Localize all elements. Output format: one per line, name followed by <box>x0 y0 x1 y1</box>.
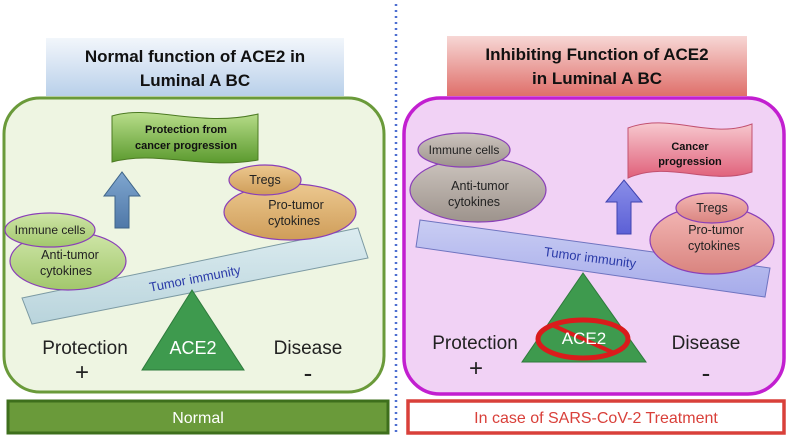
right-banner-line2: progression <box>658 156 722 168</box>
left-protection-label: Protection <box>42 338 128 359</box>
left-panel-group: Normal function of ACE2 in Luminal A BC … <box>2 38 390 435</box>
right-title-line1: Inhibiting Function of ACE2 <box>485 45 708 64</box>
left-immune-cells-ellipse <box>4 212 96 248</box>
right-banner-line1: Cancer <box>671 141 709 153</box>
left-tregs-ellipse <box>228 164 302 196</box>
right-inhibit-ring <box>535 317 631 361</box>
right-panel-group: Inhibiting Function of ACE2 in Luminal A… <box>402 36 786 435</box>
right-anti-tumor-line1: Anti-tumor <box>451 179 509 193</box>
left-anti-tumor-line2: cytokines <box>40 264 92 278</box>
right-footer-box <box>406 399 786 435</box>
left-banner-line1: Protection from <box>145 124 227 136</box>
left-title-box <box>46 38 344 96</box>
left-footer-box <box>6 399 390 435</box>
left-up-arrow <box>103 171 141 229</box>
left-tumor-immunity-bar <box>21 227 369 325</box>
right-immune-cells-ellipse <box>417 132 511 168</box>
left-pro-tumor-line1: Pro-tumor <box>268 198 324 212</box>
left-pro-tumor-line2: cytokines <box>268 214 320 228</box>
left-plus-sign: + <box>75 359 89 386</box>
right-ace2-triangle <box>521 272 647 363</box>
right-title-line2: in Luminal A BC <box>532 69 662 88</box>
right-minus-sign: - <box>702 358 711 388</box>
right-protection-label: Protection <box>432 333 518 354</box>
right-tregs-ellipse <box>675 192 749 224</box>
right-ace2-label: ACE2 <box>562 329 606 348</box>
left-immune-cells-label: Immune cells <box>15 223 86 237</box>
right-pro-tumor-line2: cytokines <box>688 239 740 253</box>
right-pro-tumor-line1: Pro-tumor <box>688 223 744 237</box>
left-ace2-label: ACE2 <box>169 338 216 358</box>
left-banner-line2: cancer progression <box>135 140 237 152</box>
left-footer-label: Normal <box>172 410 224 427</box>
right-disease-label: Disease <box>672 333 741 354</box>
left-tregs-label: Tregs <box>249 173 281 187</box>
right-up-arrow <box>604 179 644 235</box>
right-immune-cells-label: Immune cells <box>429 143 500 157</box>
right-cancer-banner <box>627 122 753 179</box>
right-anti-tumor-line2: cytokines <box>448 195 500 209</box>
left-ace2-triangle <box>141 289 245 371</box>
right-plus-sign: + <box>469 355 483 382</box>
right-tregs-label: Tregs <box>696 201 728 215</box>
right-inhibit-slash <box>551 323 615 355</box>
left-title-line1: Normal function of ACE2 in <box>85 47 305 66</box>
left-protection-banner <box>111 112 259 164</box>
left-disease-label: Disease <box>274 338 343 359</box>
left-title-line2: Luminal A BC <box>140 71 250 90</box>
left-anti-tumor-line1: Anti-tumor <box>41 248 99 262</box>
right-footer-label: In case of SARS-CoV-2 Treatment <box>474 410 718 427</box>
right-title-box <box>447 36 747 96</box>
left-minus-sign: - <box>304 358 313 388</box>
